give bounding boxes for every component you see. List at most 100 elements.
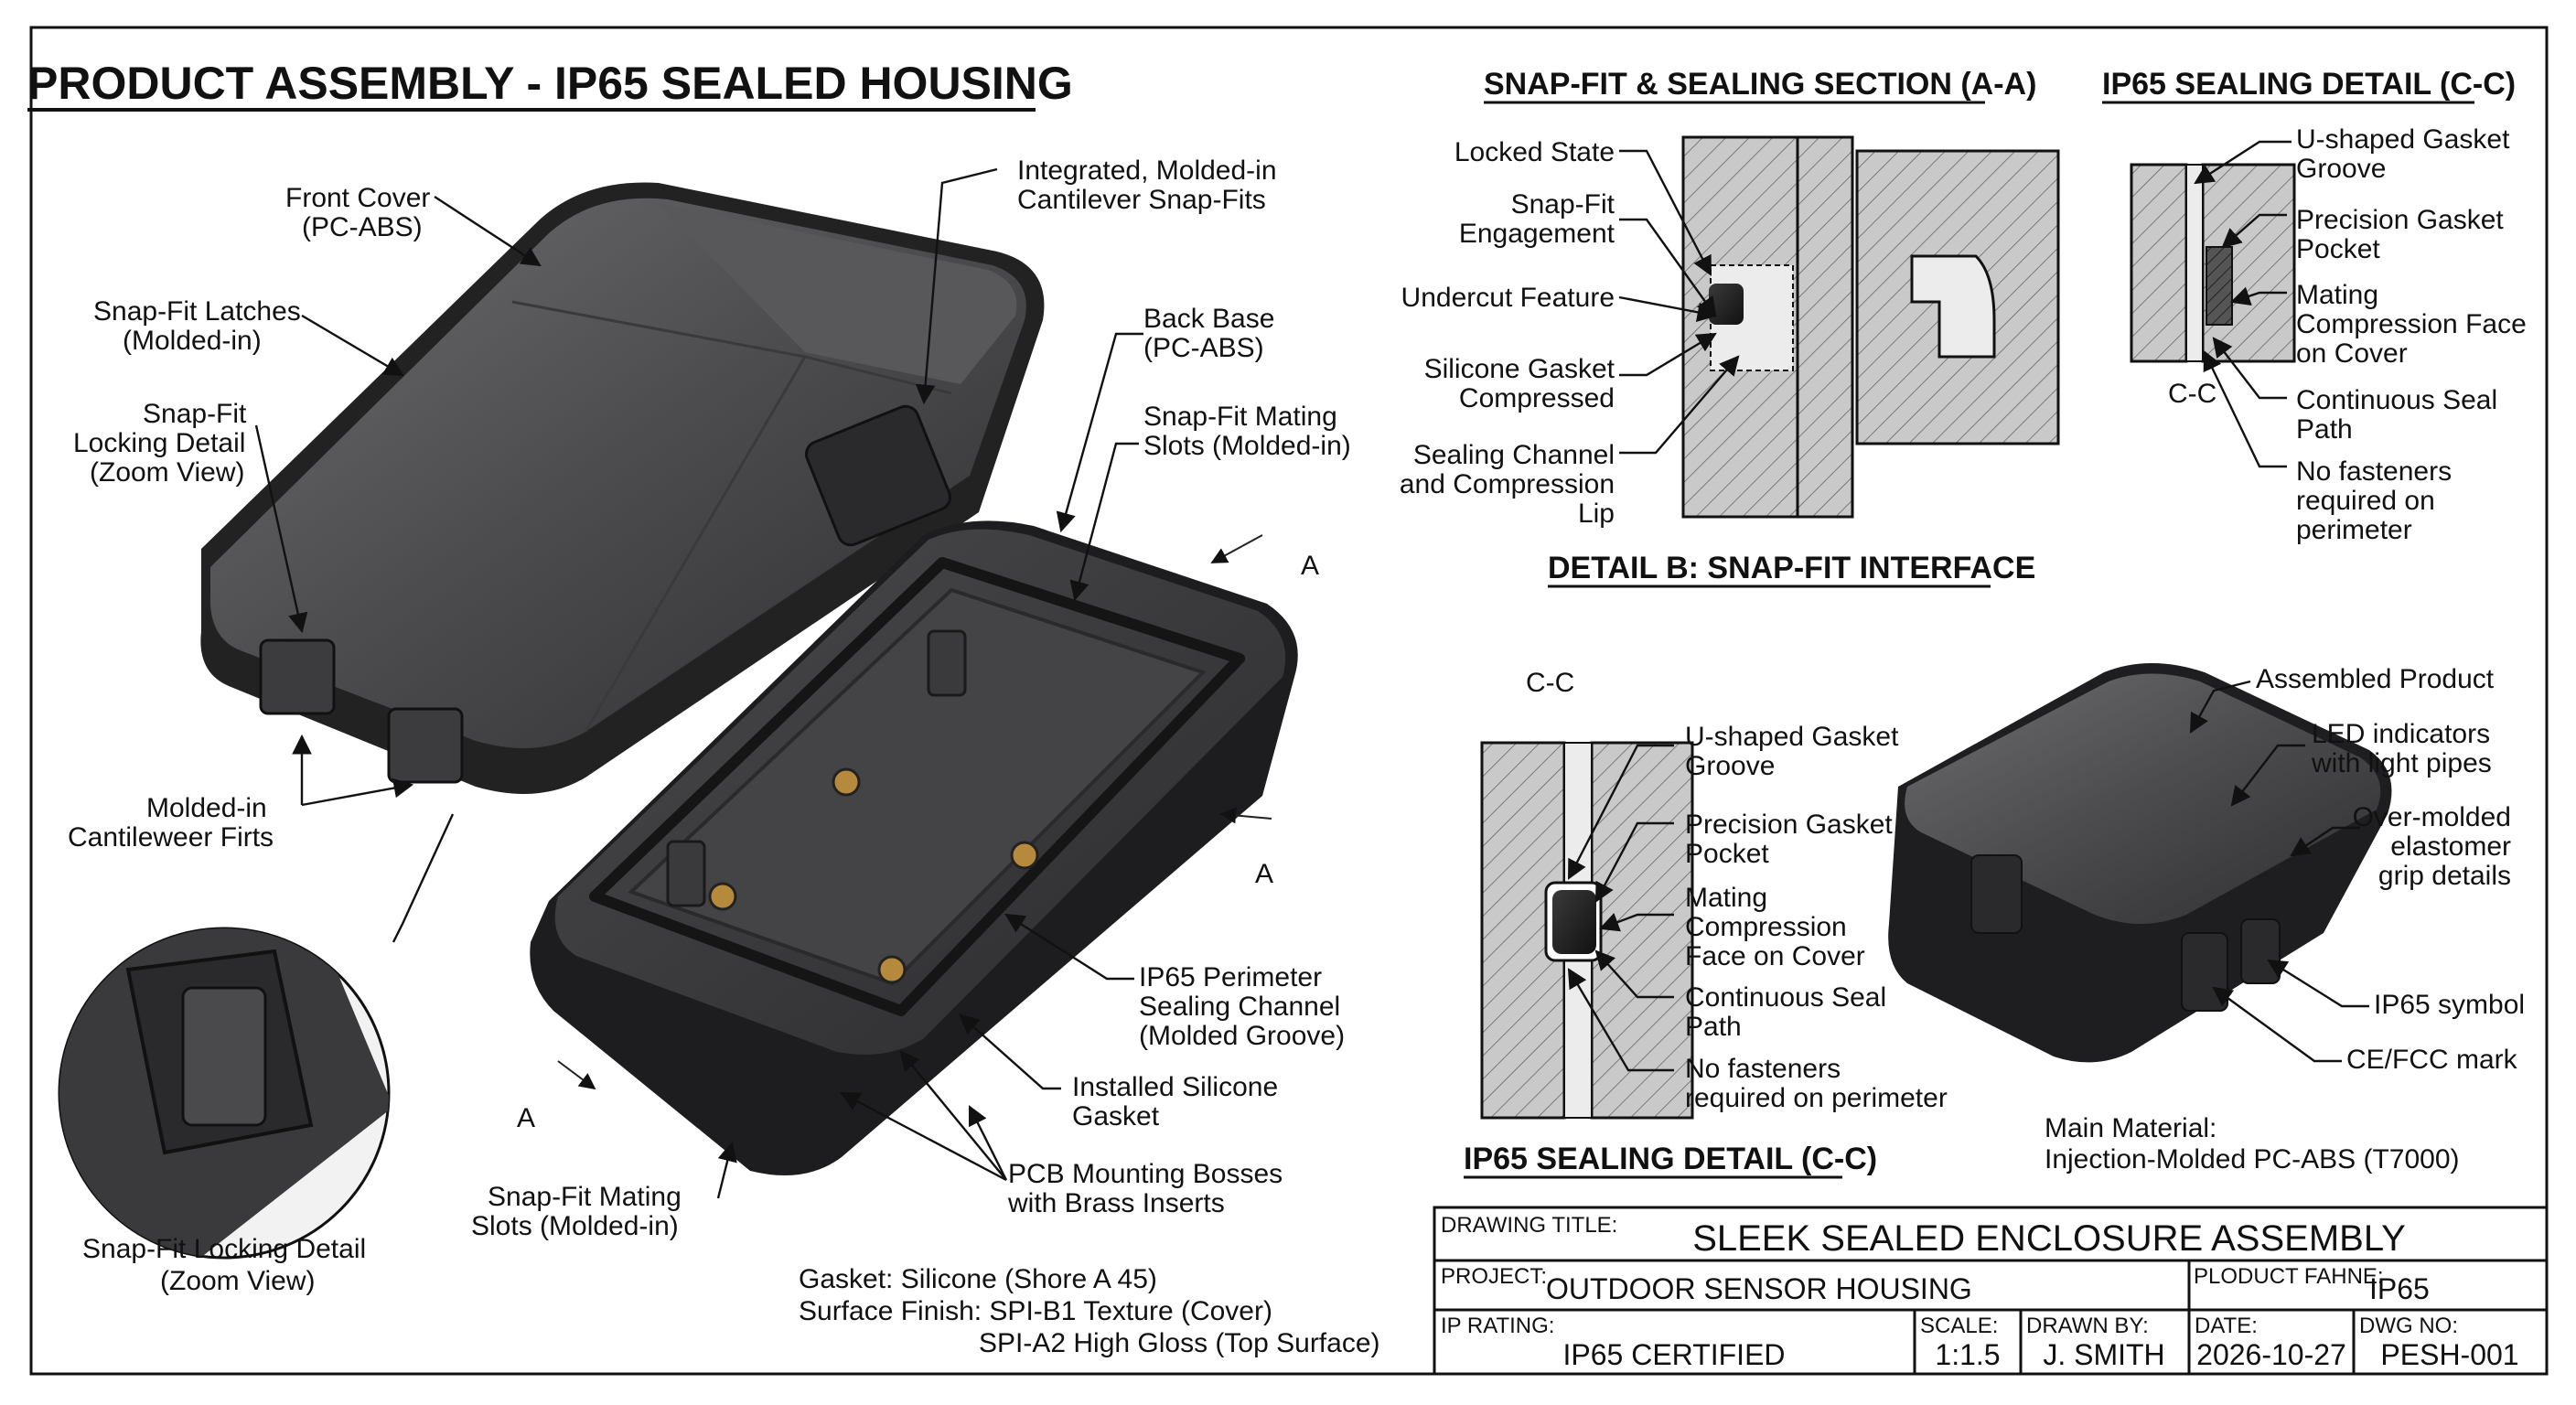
leader-lines — [254, 140, 2369, 1199]
sheet-border — [29, 26, 2549, 1376]
label-sealing-channel-3: Lip — [1578, 499, 1615, 529]
tb-dwg-label: DWG NO: — [2359, 1314, 2458, 1338]
tb-rating: IP65 CERTIFIED — [1562, 1338, 1785, 1371]
section-title-detail-b: DETAIL B: SNAP-FIT INTERFACE — [1548, 551, 2035, 585]
label-top-gasket-groove-2: Groove — [2296, 154, 2386, 184]
label-snapfit-engagement: Snap-Fit — [1511, 189, 1615, 220]
label-molded-in: Molded-in — [146, 793, 267, 823]
label-bottom-cc: C-C — [1526, 668, 1574, 698]
tb-project-label: PROJECT: — [1441, 1264, 1547, 1289]
tb-scale: 1:1.5 — [1935, 1338, 2000, 1371]
label-sealing-channel-2: and Compression — [1400, 469, 1615, 499]
label-bottom-mating-slots: Snap-Fit Mating — [488, 1182, 682, 1212]
label-bottom-no-fasteners: No fasteners — [1685, 1054, 1841, 1084]
tb-project: OUTDOOR SENSOR HOUSING — [1546, 1272, 1972, 1305]
label-led-indicators-2: with light pipes — [2311, 748, 2492, 778]
label-gasket-compressed: Silicone Gasket — [1424, 354, 1615, 384]
label-sealing-channel: Sealing Channel — [1413, 440, 1615, 470]
front-cover-drawing — [200, 182, 1045, 794]
label-installed-gasket: Installed Silicone — [1072, 1072, 1278, 1102]
title-block: DRAWING TITLE: SLEEK SEALED ENCLOSURE AS… — [1433, 1206, 2549, 1376]
label-integrated-snapfits: Integrated, Molded-in — [1017, 156, 1277, 186]
label-perimeter-channel-3: (Molded Groove) — [1139, 1021, 1345, 1051]
tb-date: 2026-10-27 — [2196, 1338, 2346, 1371]
label-locked-state: Locked State — [1454, 137, 1615, 167]
label-pcb-bosses-2: with Brass Inserts — [1007, 1188, 1225, 1218]
label-pcb-bosses: PCB Mounting Bosses — [1008, 1159, 1283, 1189]
label-top-seal-path: Continuous Seal — [2296, 385, 2497, 415]
ip65-detail-bottom — [1480, 741, 1694, 1120]
label-back-base: Back Base — [1143, 304, 1274, 334]
section-marker-a-3: A — [517, 1103, 535, 1133]
label-top-seal-path-2: Path — [2296, 414, 2353, 445]
label-bottom-no-fasteners-2: required on perimeter — [1685, 1083, 1948, 1113]
label-installed-gasket-2: Gasket — [1072, 1101, 1160, 1132]
label-overmolded-grip-3: grip details — [2378, 861, 2511, 891]
label-locking-detail: Snap-Fit — [143, 399, 247, 429]
label-assembled-product: Assembled Product — [2256, 664, 2495, 694]
label-undercut: Undercut Feature — [1401, 283, 1615, 313]
zoom-caption: Snap-Fit Locking Detail — [82, 1234, 366, 1264]
tb-product: IP65 — [2369, 1272, 2430, 1305]
tb-product-label: PLODUCT FAHNE: — [2194, 1264, 2384, 1289]
label-back-base-material: (PC-ABS) — [1143, 333, 1264, 363]
label-mating-slots-2: Slots (Molded-in) — [1143, 431, 1351, 461]
label-snapfit-latches: Snap-Fit Latches — [93, 296, 301, 327]
label-locking-detail-2: Locking Detail — [73, 428, 245, 458]
tb-drawing-title-label: DRAWING TITLE: — [1441, 1213, 1617, 1238]
label-top-gasket-pocket: Precision Gasket — [2296, 205, 2504, 235]
label-main-material-2: Injection-Molded PC-ABS (T7000) — [2045, 1144, 2460, 1174]
label-front-cover: Front Cover — [285, 183, 430, 213]
tb-drawn: J. SMITH — [2043, 1338, 2164, 1371]
note-surface-finish: Surface Finish: SPI-B1 Texture (Cover) — [799, 1296, 1272, 1326]
label-perimeter-channel: IP65 Perimeter — [1139, 962, 1322, 992]
section-marker-a-1: A — [1301, 551, 1319, 581]
label-ce-fcc-mark: CE/FCC mark — [2346, 1045, 2518, 1075]
zoom-view — [58, 927, 391, 1260]
label-snapfit-engagement-2: Engagement — [1459, 219, 1615, 249]
label-bottom-mating-slots-2: Slots (Molded-in) — [471, 1211, 679, 1241]
tb-rating-label: IP RATING: — [1441, 1314, 1554, 1338]
section-title-ip65-bottom: IP65 SEALING DETAIL (C-C) — [1464, 1142, 1877, 1176]
label-top-no-fasteners-2: required on — [2296, 486, 2435, 516]
zoom-caption-2: (Zoom View) — [160, 1266, 315, 1296]
assembled-product — [1888, 663, 2392, 1063]
label-top-mating-face-3: on Cover — [2296, 338, 2408, 369]
label-bottom-gasket-groove: U-shaped Gasket — [1685, 722, 1899, 752]
label-integrated-snapfits-2: Cantilever Snap-Fits — [1017, 185, 1266, 215]
label-snapfit-latches-2: (Molded-in) — [123, 326, 262, 356]
page-title: PRODUCT ASSEMBLY - IP65 SEALED HOUSING — [27, 58, 1073, 109]
note-gasket: Gasket: Silicone (Shore A 45) — [799, 1264, 1157, 1294]
label-perimeter-channel-2: Sealing Channel — [1139, 992, 1340, 1022]
label-top-mating-face-2: Compression Face — [2296, 309, 2527, 339]
label-bottom-seal-path: Continuous Seal — [1685, 982, 1886, 1013]
section-title-ip65-top: IP65 SEALING DETAIL (C-C) — [2102, 67, 2516, 102]
label-bottom-seal-path-2: Path — [1685, 1012, 1742, 1042]
label-bottom-gasket-pocket-2: Pocket — [1685, 839, 1769, 869]
label-mating-slots: Snap-Fit Mating — [1143, 402, 1337, 432]
label-top-no-fasteners: No fasteners — [2296, 456, 2452, 487]
label-top-no-fasteners-3: perimeter — [2296, 515, 2412, 545]
ip65-detail-top — [2130, 163, 2296, 363]
tb-dwg: PESH-001 — [2380, 1338, 2518, 1371]
label-bottom-gasket-groove-2: Groove — [1685, 751, 1775, 781]
label-bottom-mating-face: Mating — [1685, 883, 1767, 913]
back-base-drawing — [530, 520, 1298, 1175]
tb-drawn-label: DRAWN BY: — [2026, 1314, 2149, 1338]
label-gasket-compressed-2: Compressed — [1459, 383, 1615, 413]
label-top-cc: C-C — [2168, 379, 2216, 409]
note-high-gloss: SPI-A2 High Gloss (Top Surface) — [979, 1328, 1380, 1358]
label-main-material: Main Material: — [2045, 1113, 2216, 1143]
label-locking-detail-3: (Zoom View) — [90, 457, 244, 488]
tb-scale-label: SCALE: — [1920, 1314, 1998, 1338]
label-bottom-mating-face-2: Compression — [1685, 912, 1847, 942]
tb-date-label: DATE: — [2195, 1314, 2258, 1338]
section-a-a — [1681, 135, 2060, 519]
label-bottom-mating-face-3: Face on Cover — [1685, 941, 1865, 971]
label-overmolded-grip: Over-molded — [2353, 802, 2511, 832]
section-marker-a-2: A — [1255, 859, 1273, 889]
label-front-cover-material: (PC-ABS) — [302, 212, 423, 242]
section-title-snapfit: SNAP-FIT & SEALING SECTION (A-A) — [1484, 67, 2036, 102]
label-cantilever: Cantileweer Firts — [68, 822, 274, 853]
